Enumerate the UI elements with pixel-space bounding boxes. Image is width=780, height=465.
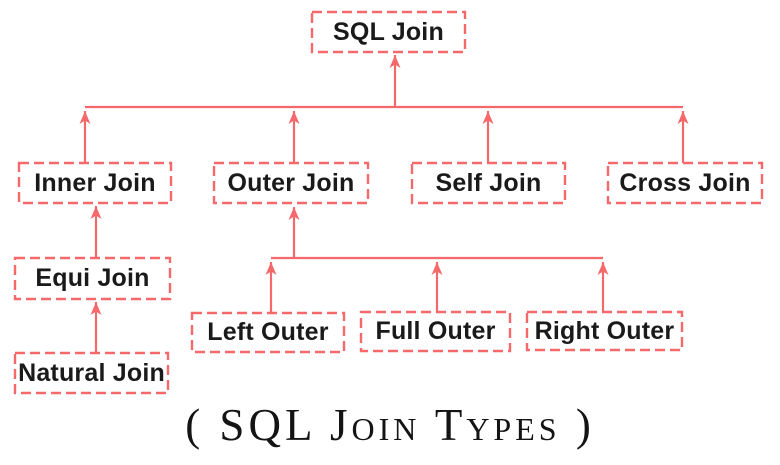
node-left-outer: Left Outer <box>207 318 329 346</box>
node-natural-join: Natural Join <box>18 358 165 387</box>
node-full-outer: Full Outer <box>375 317 496 345</box>
right-outer-box-border <box>525 310 684 352</box>
node-outer-join: Outer Join <box>227 168 355 197</box>
diagram-caption: ( SQL Join Types ) <box>185 400 595 450</box>
node-sql-join: SQL Join <box>333 17 444 46</box>
node-self-join: Self Join <box>435 168 542 197</box>
cross-join-box-border <box>606 161 764 205</box>
full-outer-box-border <box>359 310 512 353</box>
self-join-box-border <box>410 161 567 205</box>
outer-join-box-border <box>212 161 370 205</box>
node-inner-join: Inner Join <box>34 168 156 197</box>
node-equi-join: Equi Join <box>35 264 150 292</box>
equi-join-box-border <box>13 256 172 301</box>
left-outer-box-border <box>190 311 346 354</box>
node-cross-join: Cross Join <box>619 168 751 197</box>
inner-join-box-border <box>17 161 173 205</box>
node-right-outer: Right Outer <box>534 316 675 345</box>
sql-join-box-border <box>310 10 467 54</box>
natural-join-box-border <box>13 351 170 395</box>
